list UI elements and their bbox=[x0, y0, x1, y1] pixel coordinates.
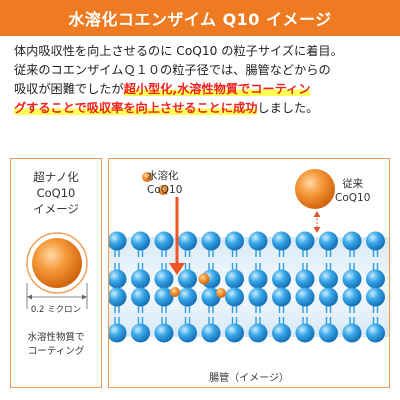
scale-arrow-left bbox=[27, 294, 32, 300]
lipid-head bbox=[319, 269, 338, 289]
lipid-head bbox=[178, 269, 197, 289]
coating-caption-line-1: 水溶性物質で bbox=[27, 332, 85, 343]
lipid-head bbox=[178, 231, 197, 251]
nano-title-line-1: 超ナノ化 bbox=[33, 170, 79, 184]
description-line-4: グすることで吸収率を向上させることに成功しました。 bbox=[14, 99, 388, 118]
lipid-head bbox=[295, 231, 315, 251]
intestine-graphic bbox=[109, 169, 389, 343]
lipid-head bbox=[342, 231, 362, 251]
lipid-head bbox=[178, 287, 197, 307]
absorb-arrow-head bbox=[169, 263, 185, 275]
lipid-head bbox=[295, 269, 315, 289]
lipid-head bbox=[272, 231, 291, 251]
nano-particle bbox=[32, 238, 82, 288]
lipid-head bbox=[342, 287, 362, 307]
water-soluble-line-1: 水溶化 bbox=[147, 170, 179, 182]
lipid-head bbox=[178, 323, 197, 343]
blocked-arrow-down bbox=[313, 227, 321, 233]
lipid-head bbox=[109, 231, 127, 251]
lipid-head bbox=[319, 231, 338, 251]
membrane-beads bbox=[109, 231, 385, 343]
lipid-head bbox=[342, 269, 362, 289]
small-particle bbox=[142, 172, 152, 182]
nano-title-line-3: イメージ bbox=[33, 202, 79, 216]
small-particle bbox=[198, 273, 210, 285]
lipid-head bbox=[319, 323, 338, 343]
coating-caption: 水溶性物質で コーティング bbox=[11, 331, 101, 359]
description-line-1: 体内吸収性を向上させるのに CoQ10 の粒子サイズに着目。 bbox=[14, 44, 343, 58]
scale-label: 0.2 ミクロン bbox=[30, 305, 82, 315]
water-soluble-line-2: CoQ10 bbox=[147, 184, 183, 196]
lipid-head bbox=[201, 231, 221, 251]
conventional-particle bbox=[295, 169, 335, 209]
header-bar: 水溶化コエンザイム Q10 イメージ bbox=[0, 0, 400, 36]
lipid-head bbox=[109, 323, 127, 343]
nano-coq10-panel: 超ナノ化 CoQ10 イメージ 0.2 ミクロン 水溶性物質で コーティング bbox=[10, 158, 102, 388]
lipid-head bbox=[225, 231, 244, 251]
lipid-head bbox=[109, 287, 127, 307]
lipid-head bbox=[342, 323, 362, 343]
nano-title-line-2: CoQ10 bbox=[36, 186, 76, 200]
lipid-head bbox=[366, 231, 385, 251]
lipid-head bbox=[154, 287, 174, 307]
lipid-head bbox=[131, 323, 150, 343]
description-text: 体内吸収性を向上させるのに CoQ10 の粒子サイズに着目。 従来のコエンザイム… bbox=[14, 42, 388, 118]
intestine-panel: 水溶化 CoQ10 従来 CoQ10 腸管（イメージ） bbox=[108, 158, 390, 388]
intestine-caption: 腸管（イメージ） bbox=[209, 373, 289, 384]
conventional-label: 従来 CoQ10 bbox=[335, 177, 370, 205]
description-highlight-2: グすることで吸収率を向上させることに成功 bbox=[14, 101, 258, 115]
nano-particle-graphic bbox=[26, 232, 88, 309]
lipid-head bbox=[201, 287, 221, 307]
lipid-head bbox=[154, 269, 174, 289]
small-particle bbox=[158, 185, 168, 195]
small-particle bbox=[216, 288, 226, 298]
lipid-head bbox=[248, 269, 268, 289]
lipid-head bbox=[366, 287, 385, 307]
lipid-head bbox=[201, 323, 221, 343]
header-title: 水溶化コエンザイム Q10 イメージ bbox=[68, 10, 332, 29]
lipid-head bbox=[295, 287, 315, 307]
lipid-head bbox=[225, 323, 244, 343]
membrane-band bbox=[109, 237, 389, 337]
nano-coq10-title: 超ナノ化 CoQ10 イメージ bbox=[11, 169, 101, 217]
scale-arrow-right bbox=[82, 294, 87, 300]
description-line-3: 吸収が困難でしたが超小型化,水溶性物質でコーティン bbox=[14, 80, 388, 99]
lipid-head bbox=[319, 287, 338, 307]
lipid-head bbox=[225, 269, 244, 289]
lipid-head bbox=[131, 287, 150, 307]
coating-caption-line-2: コーティング bbox=[27, 346, 85, 357]
lipid-head bbox=[272, 323, 291, 343]
description-line-3-pre: 吸収が困難でしたが bbox=[14, 82, 124, 96]
lipid-head bbox=[295, 323, 315, 343]
lipid-head bbox=[131, 269, 150, 289]
lipid-head bbox=[272, 287, 291, 307]
lipid-head bbox=[131, 231, 150, 251]
conventional-line-1: 従来 bbox=[342, 178, 364, 190]
lipid-head bbox=[366, 269, 385, 289]
lipid-head bbox=[154, 323, 174, 343]
description-highlight-1: 超小型化,水溶性物質でコーティン bbox=[123, 82, 311, 96]
water-soluble-label: 水溶化 CoQ10 bbox=[147, 169, 182, 197]
lipid-head bbox=[248, 287, 268, 307]
small-particle bbox=[170, 287, 180, 297]
blocked-arrow-up bbox=[313, 211, 321, 217]
description-line-2: 従来のコエンザイムＱ１０の粒子径では、腸管などからの bbox=[14, 63, 331, 77]
conventional-line-2: CoQ10 bbox=[335, 192, 371, 204]
lipid-head bbox=[225, 287, 244, 307]
description-line-4-post: しました。 bbox=[257, 101, 319, 115]
lipid-head bbox=[154, 231, 174, 251]
lipid-head bbox=[248, 231, 268, 251]
lipid-head bbox=[272, 269, 291, 289]
lipid-head bbox=[366, 323, 385, 343]
lipid-head bbox=[109, 269, 127, 289]
lipid-head bbox=[248, 323, 268, 343]
